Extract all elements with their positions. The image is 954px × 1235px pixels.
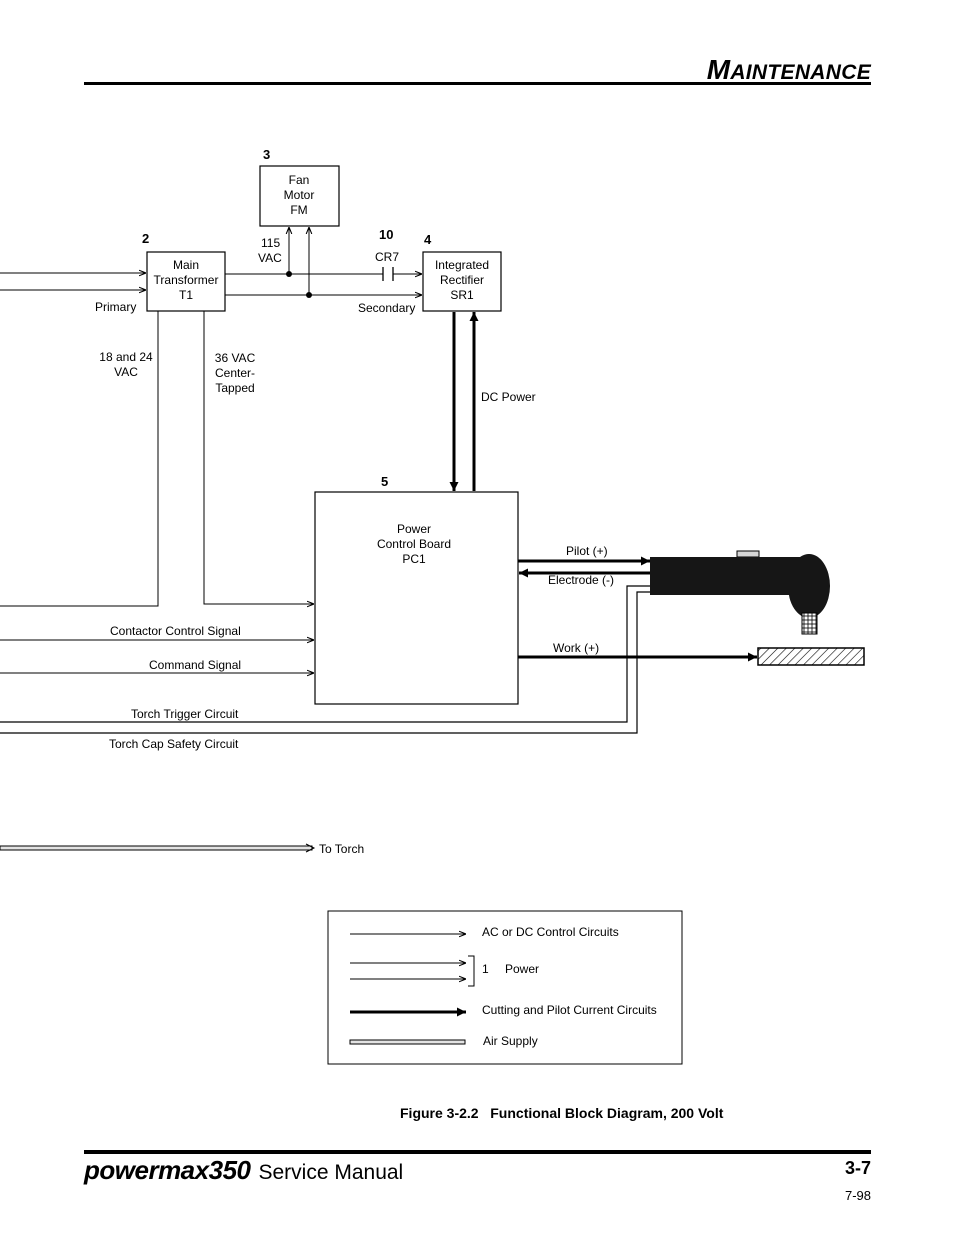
primary-label: Primary [95,300,136,314]
line-36vac [203,311,314,604]
line-18-24vac [0,311,159,607]
ref-number-3: 3 [263,147,270,162]
rectifier-label-3: SR1 [450,288,474,302]
control-board-box [314,491,519,705]
torch-cap-safety-line [0,591,650,734]
pilot-label: Pilot (+) [566,544,608,558]
to-torch-label: To Torch [319,842,364,856]
cr7-label: CR7 [375,250,399,264]
command-signal-label: Command Signal [149,658,241,672]
vac1824-label-1: 18 and 24 [99,350,153,364]
legend-box [327,910,683,1065]
ref-number-2: 2 [142,231,149,246]
fan-label-2: Motor [284,188,315,202]
rectifier-box [422,251,502,312]
fan-label-3: FM [290,203,307,217]
ref-number-4: 4 [424,232,432,247]
transformer-label-2: Transformer [154,273,219,287]
legend-power-bracket [468,955,475,987]
junction-dot-1 [286,271,292,277]
board-label-1: Power [397,522,431,536]
torch-trigger-button [736,550,760,558]
legend-air-line [349,1039,466,1045]
legend-control-label: AC or DC Control Circuits [482,925,619,939]
air-supply-line [0,845,313,851]
torch-cap-safety-label: Torch Cap Safety Circuit [109,737,239,751]
legend-power-label: Power [505,962,539,976]
transformer-box [146,251,226,312]
transformer-label-1: Main [173,258,199,272]
vac115-label-2: VAC [258,251,282,265]
dc-power-label: DC Power [481,390,536,404]
revision-date: 7-98 [844,1188,871,1203]
board-label-3: PC1 [402,552,426,566]
footer-rule [84,1150,871,1154]
torch-nozzle [801,612,818,635]
junction-dot-2 [306,292,312,298]
fan-motor-box [259,165,340,227]
ref-number-5: 5 [381,474,388,489]
header-rule [84,82,871,85]
figure-caption: Figure 3-2.2 Functional Block Diagram, 2… [400,1105,724,1121]
contactor-signal-label: Contactor Control Signal [110,624,241,638]
torch-trigger-label: Torch Trigger Circuit [131,707,239,721]
ref-number-10: 10 [379,227,393,242]
vac36-label-3: Tapped [215,381,254,395]
work-label: Work (+) [553,641,599,655]
vac36-label-2: Center- [215,366,255,380]
section-header: MAINTENANCE [706,54,871,85]
page-number: 3-7 [844,1158,871,1178]
vac36-label-1: 36 VAC [215,351,256,365]
torch-trigger-line [0,585,650,723]
vac1824-label-2: VAC [114,365,138,379]
vac115-label-1: 115 [261,236,280,250]
electrode-label: Electrode (-) [548,573,614,587]
legend-cutting-label: Cutting and Pilot Current Circuits [482,1003,657,1017]
legend-air-label: Air Supply [483,1034,538,1048]
rectifier-label-2: Rectifier [440,273,484,287]
workpiece [757,647,865,666]
air-supply-arrow [305,843,316,853]
rectifier-label-1: Integrated [435,258,489,272]
torch-handle [650,557,802,595]
board-label-2: Control Board [377,537,451,551]
torch-head [788,554,830,618]
legend-power-number: 1 [482,962,489,976]
secondary-label: Secondary [358,301,415,315]
transformer-label-3: T1 [179,288,193,302]
fan-label-1: Fan [289,173,310,187]
